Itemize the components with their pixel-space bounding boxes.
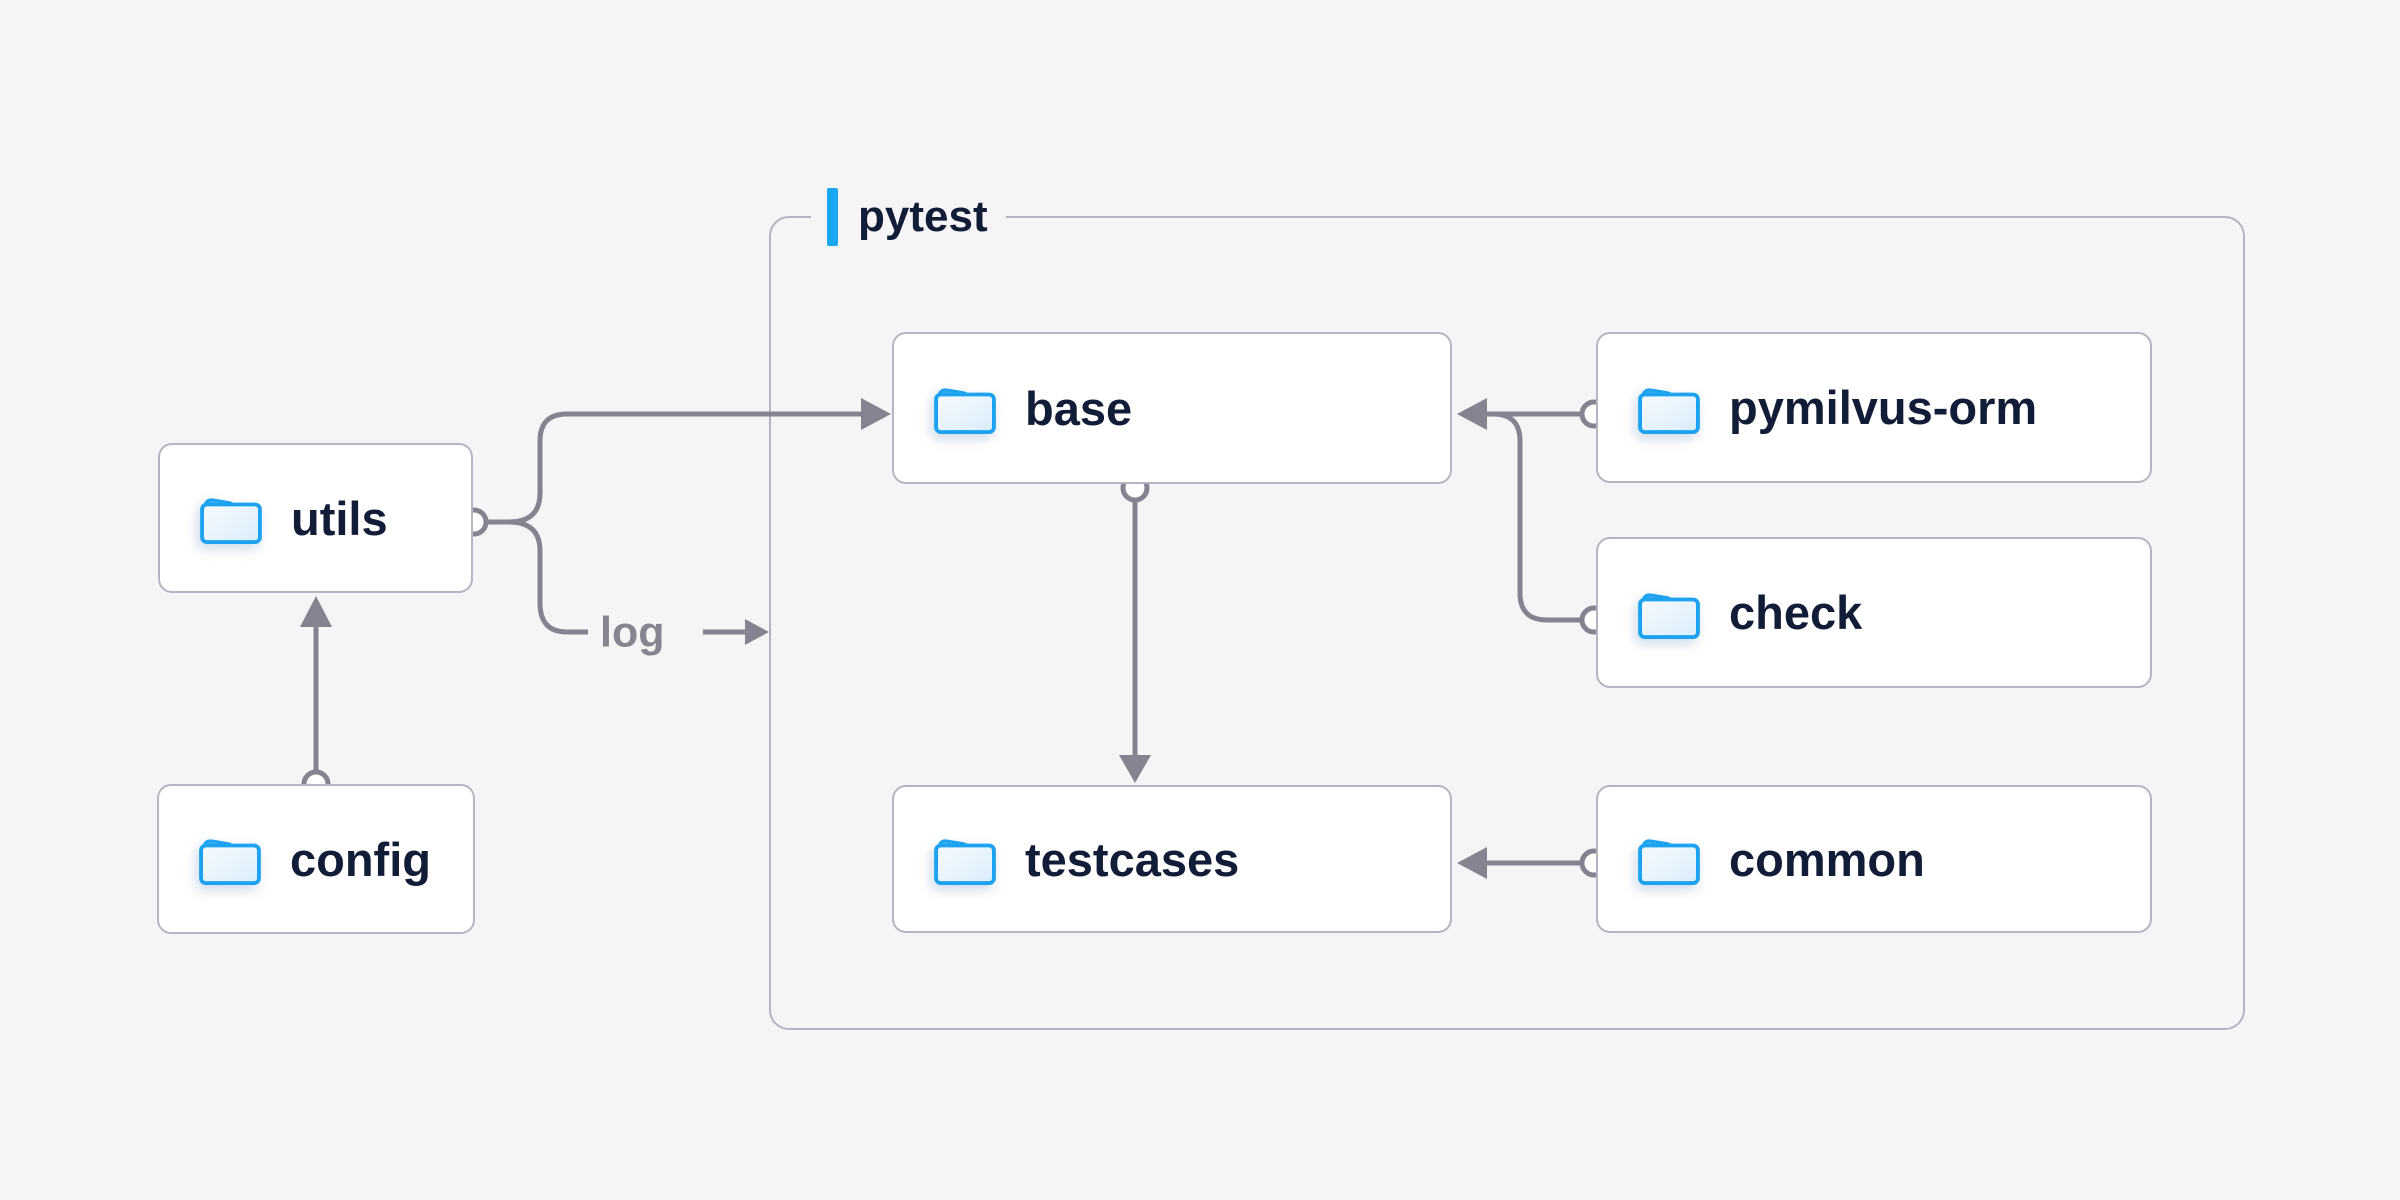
folder-icon bbox=[1636, 832, 1702, 886]
node-common-label: common bbox=[1729, 832, 1925, 886]
node-common: common bbox=[1596, 785, 2152, 933]
arrowhead-up-utils bbox=[300, 596, 332, 627]
pytest-group-title: pytest bbox=[858, 192, 988, 241]
node-config: config bbox=[157, 784, 475, 934]
node-utils: utils bbox=[158, 443, 473, 593]
node-testcases-label: testcases bbox=[1025, 832, 1240, 886]
node-base-label: base bbox=[1025, 381, 1133, 435]
edge-utils-to-log bbox=[487, 519, 588, 635]
arrowhead-right-log bbox=[745, 619, 769, 645]
folder-icon bbox=[1636, 381, 1702, 435]
accent-bar-icon bbox=[827, 188, 838, 246]
pytest-group-label: pytest bbox=[811, 184, 1006, 250]
node-testcases: testcases bbox=[892, 785, 1452, 933]
node-pymilvus-orm: pymilvus-orm bbox=[1596, 332, 2152, 483]
node-check-label: check bbox=[1729, 586, 1863, 639]
node-base: base bbox=[892, 332, 1452, 484]
folder-icon bbox=[932, 381, 998, 435]
folder-icon bbox=[1636, 586, 1702, 640]
pytest-group-container bbox=[769, 216, 2245, 1030]
node-utils-label: utils bbox=[291, 491, 388, 545]
node-check: check bbox=[1596, 537, 2152, 688]
node-pymilvus-orm-label: pymilvus-orm bbox=[1729, 381, 2038, 434]
node-config-label: config bbox=[290, 832, 431, 886]
log-edge-label: log bbox=[600, 608, 665, 657]
folder-icon bbox=[932, 832, 998, 886]
folder-icon bbox=[197, 832, 263, 886]
folder-icon bbox=[198, 491, 264, 545]
